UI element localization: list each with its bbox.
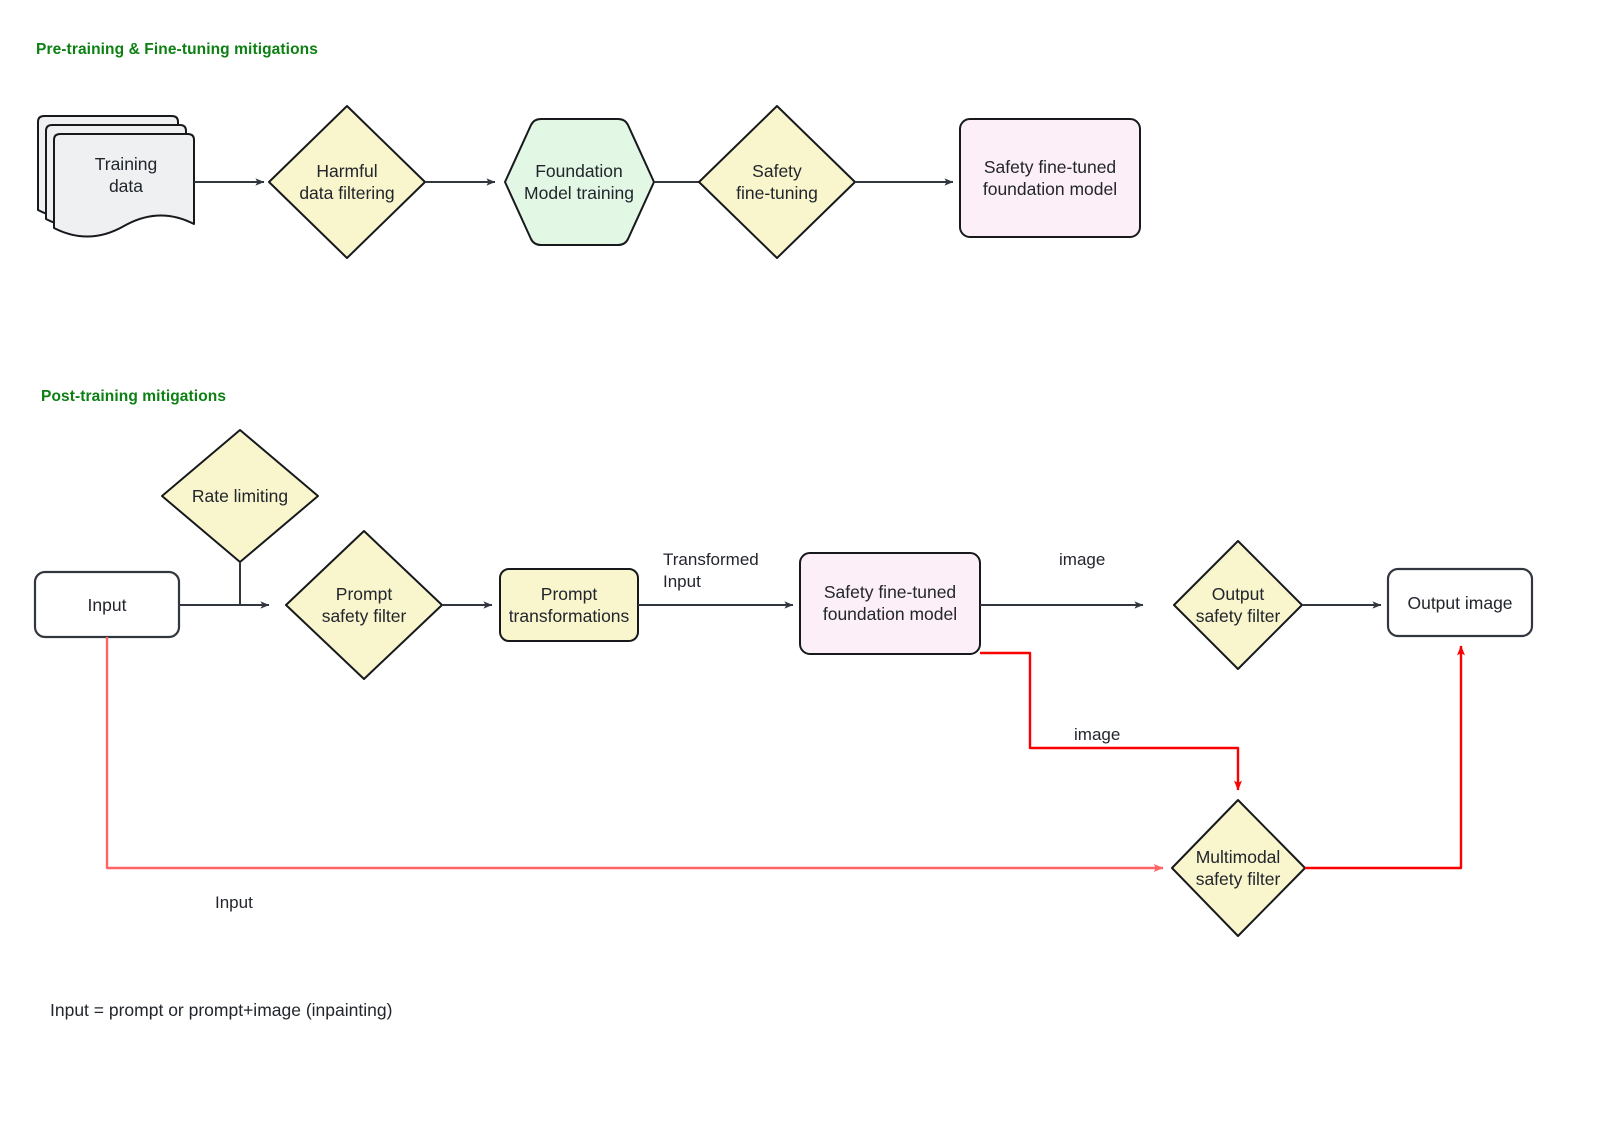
output-safety-filter-node[interactable]: [1174, 541, 1302, 669]
safety-fine-tuning-node[interactable]: [699, 106, 855, 258]
pretraining-section-title: Pre-training & Fine-tuning mitigations: [36, 41, 318, 58]
output-image-shape[interactable]: [1386, 567, 1534, 638]
posttraining-section-title: Post-training mitigations: [41, 388, 227, 405]
training-data-node[interactable]: [38, 116, 196, 228]
safety-fine-tuned-model-2-shape[interactable]: [799, 552, 981, 655]
output-image-node[interactable]: [1388, 569, 1532, 636]
output-safety-filter-shape[interactable]: [1173, 540, 1303, 670]
training-data-shape[interactable]: [37, 115, 195, 238]
input-node[interactable]: [35, 572, 179, 637]
edge-label-image-top: image: [1059, 550, 1106, 569]
edge-label-transformed-input: Transformed Input: [663, 550, 759, 592]
harmful-data-filtering-shape[interactable]: [268, 105, 426, 259]
prompt-safety-filter-node[interactable]: [286, 531, 442, 679]
edge-label-input-red: Input: [215, 893, 253, 912]
safety-fine-tuned-model-2-node[interactable]: [800, 553, 980, 654]
safety-fine-tuning-shape[interactable]: [698, 105, 856, 259]
safety-fine-tuned-model-node[interactable]: [960, 119, 1140, 237]
edge-multimodal-to-outputimage: [1305, 645, 1465, 870]
prompt-safety-filter-shape[interactable]: [285, 530, 443, 680]
footnote-text: Input = prompt or prompt+image (inpainti…: [50, 1000, 393, 1020]
edge-input-to-multimodal: [105, 637, 1164, 872]
prompt-transformations-node[interactable]: [500, 569, 638, 641]
multimodal-safety-filter-node[interactable]: [1172, 800, 1305, 936]
edge-model-image-to-multimodal: [980, 651, 1243, 791]
multimodal-safety-filter-shape[interactable]: [1171, 799, 1306, 937]
safety-fine-tuned-model-shape[interactable]: [959, 118, 1141, 238]
harmful-data-filtering-node[interactable]: [269, 106, 425, 258]
edge-label-image-red: image: [1074, 725, 1121, 744]
foundation-model-training-node[interactable]: [505, 119, 655, 245]
